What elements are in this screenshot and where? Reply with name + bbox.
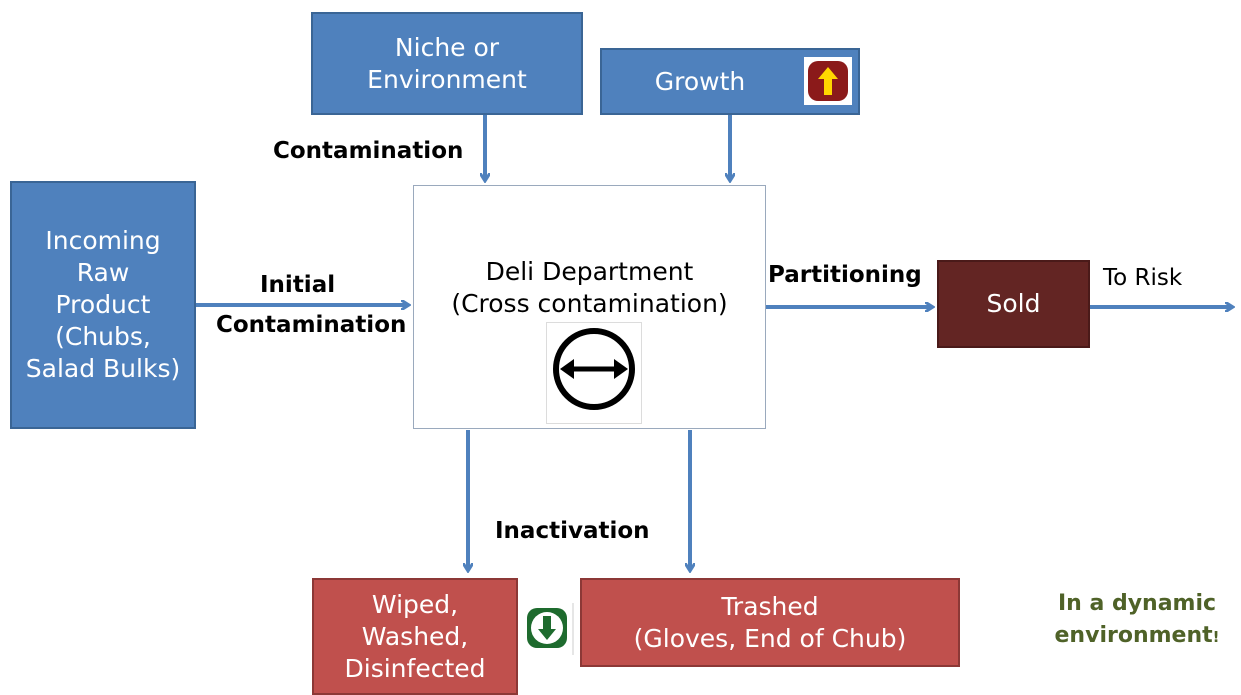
incoming-raw-product-label: Incoming Raw Product (Chubs, Salad Bulks… [25,226,181,383]
niche-environment-label: Niche or Environment [367,32,527,94]
to-risk-label: To Risk [1103,265,1183,291]
note-line-2-text: environment [1054,623,1213,648]
up-arrow-icon [804,57,852,105]
contamination-label: Contamination [273,138,464,164]
inactivation-label: Inactivation [495,518,650,544]
sold-label: Sold [986,289,1041,318]
initial-contamination-label: Contamination [216,312,407,338]
down-arrow-icon [522,603,574,655]
initial-label: Initial [260,272,336,298]
note-line-1: In a dynamic [1057,591,1217,616]
trashed-label: Trashed (Gloves, End of Chub) [633,591,907,653]
partitioning-label: Partitioning [768,262,922,288]
note-exclamation: ! [1212,628,1220,646]
dynamic-environment-note: In a dynamic environment! [1033,588,1241,653]
growth-label: Growth [654,66,746,96]
wiped-washed-disinfected-label: Wiped, Washed, Disinfected [344,589,486,683]
double-arrow-icon [546,322,642,424]
incoming-raw-product-box: Incoming Raw Product (Chubs, Salad Bulks… [10,181,196,429]
trashed-box: Trashed (Gloves, End of Chub) [580,578,960,667]
deli-department-label: Deli Department (Cross contamination) [451,257,728,318]
niche-environment-box: Niche or Environment [311,12,583,115]
sold-box: Sold [937,260,1090,348]
wiped-washed-disinfected-box: Wiped, Washed, Disinfected [312,578,518,695]
note-line-2: environment! [1033,620,1241,653]
